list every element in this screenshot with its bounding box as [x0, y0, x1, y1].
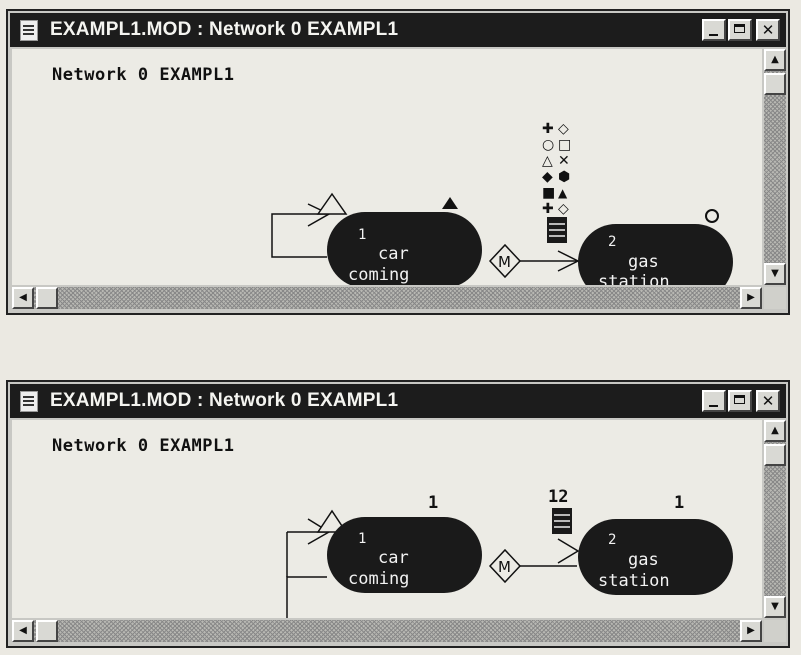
document-icon[interactable]: [20, 391, 38, 412]
network-window-2[interactable]: EXAMPL1.MOD : Network 0 EXAMPL1 ✕ Networ…: [6, 380, 790, 648]
scroll-right-button[interactable]: ▶: [740, 287, 762, 309]
node-2-number: 2: [608, 532, 616, 548]
node-1-label-line2: coming: [348, 265, 409, 285]
hexagon-icon: ⬢: [558, 169, 570, 185]
node-2-label-line2: station: [598, 571, 670, 591]
node-2-label-line1: gas: [628, 550, 659, 570]
square-filled-icon: ■: [542, 185, 555, 201]
arrow-head-icon: [557, 538, 580, 564]
close-button[interactable]: ✕: [756, 19, 780, 41]
diamond-filled-icon: ◆: [542, 169, 553, 185]
node-1-label-line1: car: [378, 244, 409, 264]
triangle-outline-icon: △: [542, 153, 553, 169]
connector-label: M: [498, 253, 511, 271]
cross-icon: ✚: [542, 121, 554, 137]
network-canvas[interactable]: Network 0 EXAMPL1 1 car coming M ✚ ◇ ○: [12, 49, 762, 285]
network-diagram: 1 1 car coming M 12 1 2 gas station: [286, 487, 733, 618]
scroll-thumb[interactable]: [764, 444, 786, 466]
node-gas-station[interactable]: [578, 519, 733, 595]
node-car-coming[interactable]: [327, 517, 482, 593]
node-car-coming[interactable]: [327, 212, 482, 285]
window-title: EXAMPL1.MOD : Network 0 EXAMPL1: [50, 19, 399, 40]
scroll-left-button[interactable]: ◀: [12, 620, 34, 642]
document-icon[interactable]: [20, 20, 38, 41]
scroll-down-button[interactable]: ▼: [764, 263, 786, 285]
scroll-thumb[interactable]: [36, 620, 58, 642]
connector-label: M: [498, 558, 511, 576]
triangle-icon: [316, 509, 348, 533]
vertical-scrollbar[interactable]: ▲ ▼: [764, 49, 786, 285]
node-2-count: 1: [674, 493, 684, 513]
network-diagram: 1 car coming M ✚ ◇ ○ □ △ ✕ ◆ ⬢ ■ ▲ ✚ ◇: [271, 121, 733, 285]
scroll-left-button[interactable]: ◀: [12, 287, 34, 309]
node-1-number: 1: [358, 227, 366, 243]
triangle-icon: [316, 192, 348, 215]
title-bar[interactable]: EXAMPL1.MOD : Network 0 EXAMPL1 ✕: [10, 384, 786, 418]
feedback-connector: [286, 576, 327, 618]
horizontal-scrollbar[interactable]: ◀ ▶: [12, 620, 762, 642]
cross-icon: ✚: [542, 201, 554, 217]
diamond-outline-icon: ◇: [558, 121, 569, 137]
symbol-palette: ✚ ◇ ○ □ △ ✕ ◆ ⬢ ■ ▲ ✚ ◇: [542, 121, 571, 217]
horizontal-scrollbar[interactable]: ◀ ▶: [12, 287, 762, 309]
maximize-button[interactable]: [728, 19, 752, 41]
maximize-button[interactable]: [728, 390, 752, 412]
size-grip[interactable]: [764, 620, 786, 642]
queue-count: 12: [548, 487, 568, 507]
feedback-connector: [271, 213, 327, 258]
node-gas-station[interactable]: [578, 224, 733, 285]
network-label: Network 0 EXAMPL1: [52, 436, 235, 456]
scroll-thumb[interactable]: [764, 73, 786, 95]
scroll-up-button[interactable]: ▲: [764, 49, 786, 71]
triangle-filled-icon: ▲: [558, 186, 568, 200]
network-label: Network 0 EXAMPL1: [52, 65, 235, 85]
window-title: EXAMPL1.MOD : Network 0 EXAMPL1: [50, 390, 399, 411]
node-1-label-line2: coming: [348, 569, 409, 589]
minimize-button[interactable]: [702, 390, 726, 412]
minimize-button[interactable]: [702, 19, 726, 41]
circle-icon: ○: [542, 137, 554, 153]
node-2-label-line2: station: [598, 272, 670, 285]
queue-stack-icon: [552, 508, 572, 534]
circle-icon: [705, 209, 719, 223]
scroll-down-button[interactable]: ▼: [764, 596, 786, 618]
queue-stack-icon: [547, 217, 567, 243]
diamond-outline-icon: ◇: [558, 201, 569, 217]
scroll-up-button[interactable]: ▲: [764, 420, 786, 442]
network-window-1[interactable]: EXAMPL1.MOD : Network 0 EXAMPL1 ✕ Networ…: [6, 9, 790, 315]
node-1-count: 1: [428, 493, 438, 513]
x-icon: ✕: [558, 153, 570, 169]
network-canvas[interactable]: Network 0 EXAMPL1 1 1 car coming M 12: [12, 420, 762, 618]
title-bar[interactable]: EXAMPL1.MOD : Network 0 EXAMPL1 ✕: [10, 13, 786, 47]
node-2-number: 2: [608, 234, 616, 250]
vertical-scrollbar[interactable]: ▲ ▼: [764, 420, 786, 618]
node-2-label-line1: gas: [628, 252, 659, 272]
scroll-right-button[interactable]: ▶: [740, 620, 762, 642]
arrow-head-icon: [557, 250, 580, 272]
filled-triangle-icon: [442, 197, 458, 209]
node-1-label-line1: car: [378, 548, 409, 568]
square-icon: □: [558, 137, 571, 153]
close-button[interactable]: ✕: [756, 390, 780, 412]
size-grip[interactable]: [764, 287, 786, 309]
node-1-number: 1: [358, 531, 366, 547]
scroll-thumb[interactable]: [36, 287, 58, 309]
